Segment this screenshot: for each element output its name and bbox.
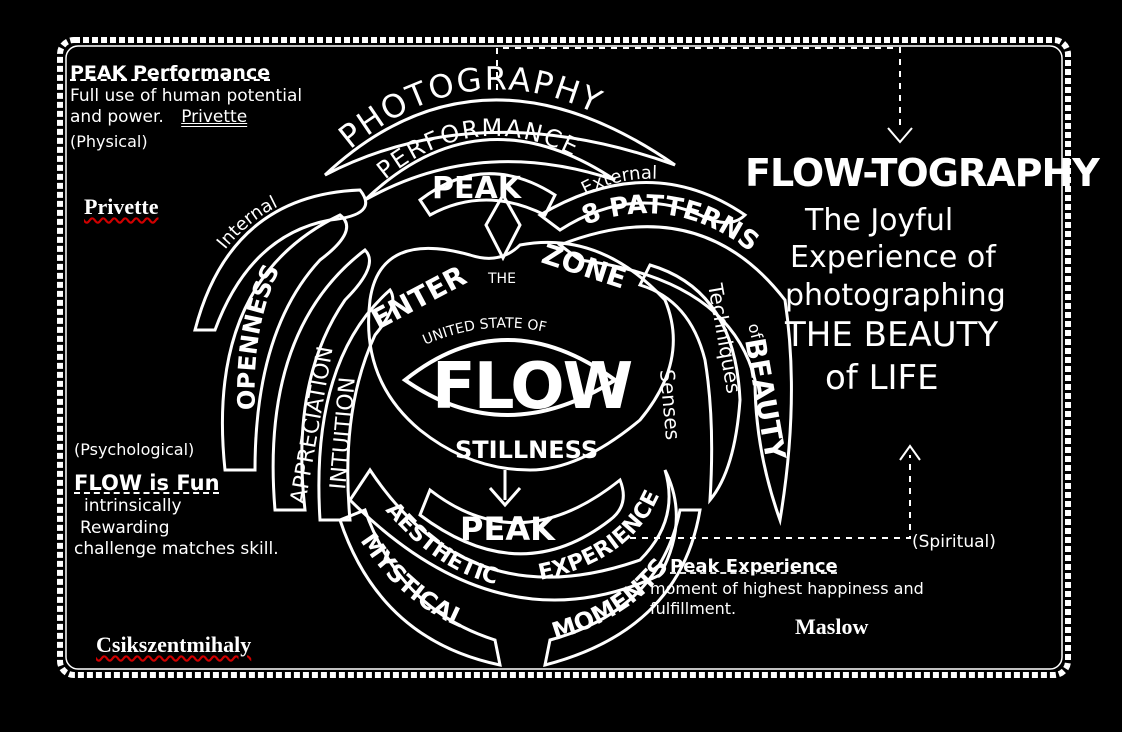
- main-title: FLOW-TOGRAPHY: [745, 151, 1100, 195]
- petal-appreciation: [271, 248, 371, 512]
- peak-experience-line2: fulfillment.: [650, 598, 737, 618]
- peak-performance-note: PEAK Performance Full use of human poten…: [70, 62, 370, 152]
- arrow-down: [488, 470, 522, 508]
- peak-experience-note: Peak Experience moment of highest happin…: [650, 556, 1040, 619]
- label-privette: Privette: [84, 194, 159, 219]
- flow-is-fun-line1: intrinsically: [84, 496, 182, 517]
- title-line4: THE BEAUTY: [785, 315, 999, 355]
- peak-low-text: PEAK: [460, 510, 556, 548]
- spiritual-label: (Spiritual): [912, 532, 996, 552]
- arch-performance: [363, 138, 616, 202]
- flow-is-fun-line3: challenge matches skill.: [74, 538, 279, 559]
- frame-inner: [65, 45, 1063, 670]
- peak-experience-heading: Peak Experience: [670, 556, 838, 577]
- flow-is-fun-note: (Psychological) FLOW is Fun intrinsicall…: [74, 440, 364, 560]
- title-line5: of LIFE: [825, 357, 939, 398]
- frame-border: [57, 37, 1071, 678]
- heart-zone: [367, 240, 675, 472]
- petal-intuition: [317, 287, 395, 522]
- senses-text: Senses: [655, 368, 685, 441]
- bottom-arrow-line: [630, 455, 911, 539]
- petal-openness: [220, 213, 349, 472]
- psychological-label: (Psychological): [74, 440, 195, 459]
- label-csikszentmihaly: Csikszentmihaly: [96, 632, 252, 657]
- label-maslow: Maslow: [795, 614, 869, 639]
- patterns-text: 8 PATTERNS: [578, 190, 764, 258]
- arch-peak: [417, 172, 557, 218]
- band-peak: [418, 477, 625, 556]
- peak-performance-line1: Full use of human potential: [70, 85, 303, 106]
- peak-performance-author: Privette: [181, 107, 248, 127]
- title-line2: Experience of: [790, 240, 996, 275]
- petal-techniques: [637, 263, 742, 505]
- flow-text: FLOW: [432, 350, 632, 424]
- the-text: THE: [487, 271, 516, 287]
- stillness-text: STILLNESS: [455, 436, 598, 464]
- flow-is-fun-heading: FLOW is Fun: [74, 471, 220, 495]
- internal-text: Internal: [213, 192, 281, 253]
- peak-experience-line1: moment of highest happiness and: [650, 578, 924, 598]
- peak-performance-line2-row: and power. Privette: [70, 107, 370, 128]
- band-aesthetic: [348, 467, 678, 602]
- arch-inner-text: PEAK: [432, 171, 523, 206]
- openness-text: OPENNESS: [233, 260, 286, 410]
- of-text: of: [744, 321, 766, 341]
- title-block: FLOW-TOGRAPHY The Joyful Experience of p…: [745, 150, 1100, 399]
- techniques-text: Techniques: [703, 281, 746, 396]
- eye-flow: [401, 338, 619, 417]
- top-arrow-head: [887, 127, 913, 144]
- bottom-arrow-head: [899, 444, 921, 461]
- band-moments: [543, 508, 702, 668]
- diamond-top: [484, 191, 522, 262]
- title-line3: photographing: [785, 277, 1006, 313]
- petal-external: [537, 181, 748, 232]
- physical-label: (Physical): [70, 132, 148, 152]
- petal-internal: [193, 188, 368, 332]
- top-arrow-line: [496, 47, 901, 130]
- arch-photography: [323, 98, 676, 177]
- band-mystical: [338, 508, 502, 667]
- peak-performance-line2: and power.: [70, 107, 164, 127]
- flow-is-fun-line2: Rewarding: [80, 517, 170, 538]
- title-line1: The Joyful: [805, 202, 954, 238]
- peak-performance-heading: PEAK Performance: [70, 62, 271, 84]
